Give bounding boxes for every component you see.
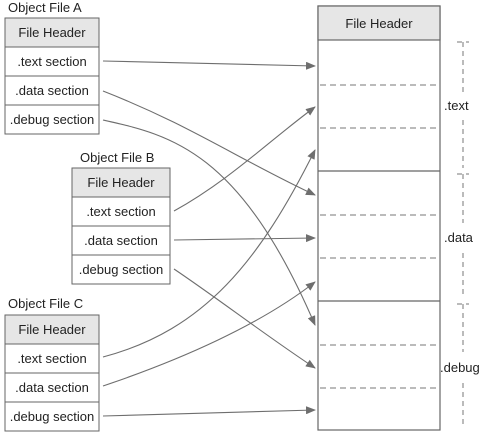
data-section-label: .data section bbox=[84, 233, 158, 248]
arrow-c-data bbox=[102, 281, 316, 387]
file-header-label: File Header bbox=[87, 175, 155, 190]
debug-section-cell bbox=[4, 104, 100, 135]
file-header-cell bbox=[4, 314, 100, 345]
segment-label-data: .data bbox=[444, 230, 474, 245]
arrow-b-data bbox=[173, 234, 316, 243]
text-section-cell bbox=[4, 46, 100, 77]
arrow-c-debug bbox=[102, 406, 316, 417]
text-section-label: .text section bbox=[17, 54, 86, 69]
arrows bbox=[102, 60, 316, 417]
debug-section-label: .debug section bbox=[10, 112, 95, 127]
file-header-label: File Header bbox=[18, 25, 86, 40]
object-file-b: Object File B File Header .text section … bbox=[71, 150, 171, 285]
output-header-label: File Header bbox=[345, 16, 413, 31]
segment-label-debug: .debug bbox=[440, 360, 480, 375]
debug-section-label: .debug section bbox=[10, 409, 95, 424]
debug-section-cell bbox=[4, 401, 100, 432]
output-header-cell bbox=[317, 5, 441, 41]
text-section-cell bbox=[4, 343, 100, 374]
arrow-c-text bbox=[102, 149, 316, 358]
object-file-title: Object File A bbox=[8, 0, 82, 15]
object-file-c: Object File C File Header .text section … bbox=[4, 296, 100, 432]
text-section-label: .text section bbox=[86, 204, 155, 219]
object-file-title: Object File B bbox=[80, 150, 154, 165]
object-file-a: Object File A File Header .text section … bbox=[4, 0, 100, 135]
file-header-cell bbox=[4, 17, 100, 48]
file-header-label: File Header bbox=[18, 322, 86, 337]
output-file-box bbox=[317, 5, 441, 431]
segment-label-text: .text bbox=[444, 98, 469, 113]
data-section-cell bbox=[4, 372, 100, 403]
arrow-a-debug bbox=[102, 119, 316, 326]
data-section-cell bbox=[4, 75, 100, 106]
segment-brackets bbox=[457, 41, 469, 428]
file-header-cell bbox=[71, 167, 171, 198]
data-section-label: .data section bbox=[15, 380, 89, 395]
object-file-title: Object File C bbox=[8, 296, 83, 311]
arrow-a-data bbox=[102, 90, 316, 196]
debug-section-label: .debug section bbox=[79, 262, 164, 277]
debug-section-cell bbox=[71, 254, 171, 285]
arrow-b-text bbox=[173, 106, 316, 212]
arrow-a-text bbox=[102, 60, 316, 70]
data-section-label: .data section bbox=[15, 83, 89, 98]
output-file: File Header .text .data .debug bbox=[317, 5, 480, 431]
text-section-label: .text section bbox=[17, 351, 86, 366]
arrow-b-debug bbox=[173, 268, 316, 369]
